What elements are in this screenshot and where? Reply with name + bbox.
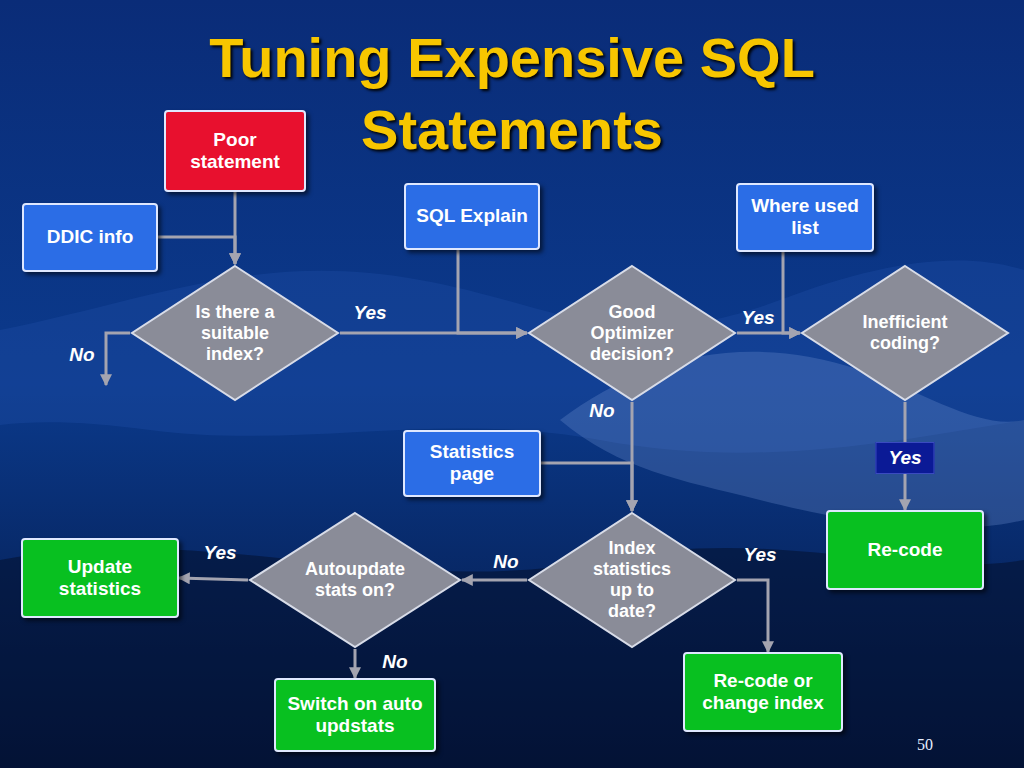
flow-connector: [354, 649, 357, 678]
flow-connector: [179, 578, 248, 580]
branch-label: No: [69, 344, 94, 366]
diamond-fill: [132, 266, 338, 400]
decision-diamond: Index statistics up to date?: [527, 511, 737, 649]
node-text: Re-code: [868, 539, 943, 561]
decision-diamond: Inefficient coding?: [800, 264, 1010, 402]
flow-connector: [541, 463, 632, 511]
branch-label: Yes: [875, 442, 934, 474]
decision-diamond: Good Optimizer decision?: [527, 264, 737, 402]
branch-label: No: [382, 651, 407, 673]
action-box: Re-code or change index: [683, 652, 843, 732]
action-box: Update statistics: [21, 538, 179, 618]
flow-connector: [462, 579, 527, 582]
branch-label: No: [589, 400, 614, 422]
action-box: Switch on auto updstats: [274, 678, 436, 752]
diamond-fill: [529, 513, 735, 647]
node-text: Autoupdate stats on?: [295, 559, 415, 601]
diamond-fill: [529, 266, 735, 400]
branch-label: No: [493, 551, 518, 573]
node-text: Is there a suitable index?: [177, 302, 293, 365]
node-text: Inefficient coding?: [847, 312, 963, 354]
branch-label: Yes: [353, 302, 386, 324]
node-text: DDIC info: [47, 226, 134, 248]
tool-box: Where used list: [736, 183, 874, 252]
flow-connector: [458, 250, 527, 334]
branch-label: Yes: [743, 544, 776, 566]
node-text: Switch on auto updstats: [283, 693, 427, 737]
node-text: Statistics page: [412, 441, 532, 485]
flow-connector: [158, 237, 235, 264]
diamond-fill: [250, 513, 460, 647]
branch-label: Yes: [203, 542, 236, 564]
decision-diamond: Autoupdate stats on?: [248, 511, 462, 649]
node-text: SQL Explain: [416, 205, 528, 227]
node-text: Where used list: [745, 195, 865, 239]
branch-label: Yes: [741, 307, 774, 329]
page-number: 50: [917, 736, 933, 754]
node-text: Index statistics up to date?: [587, 538, 677, 622]
tool-box: Statistics page: [403, 430, 541, 497]
node-text: Re-code or change index: [692, 670, 834, 714]
flow-connector: [783, 252, 800, 334]
tool-box: DDIC info: [22, 203, 158, 272]
start-box: Poor statement: [164, 110, 306, 192]
node-text: Poor statement: [173, 129, 297, 173]
exit-arrow: [106, 333, 130, 385]
action-box: Re-code: [826, 510, 984, 590]
flow-connector: [737, 580, 768, 652]
tool-box: SQL Explain: [404, 183, 540, 250]
diamond-fill: [802, 266, 1008, 400]
node-text: Update statistics: [30, 556, 170, 600]
node-text: Good Optimizer decision?: [574, 302, 690, 365]
decision-diamond: Is there a suitable index?: [130, 264, 340, 402]
